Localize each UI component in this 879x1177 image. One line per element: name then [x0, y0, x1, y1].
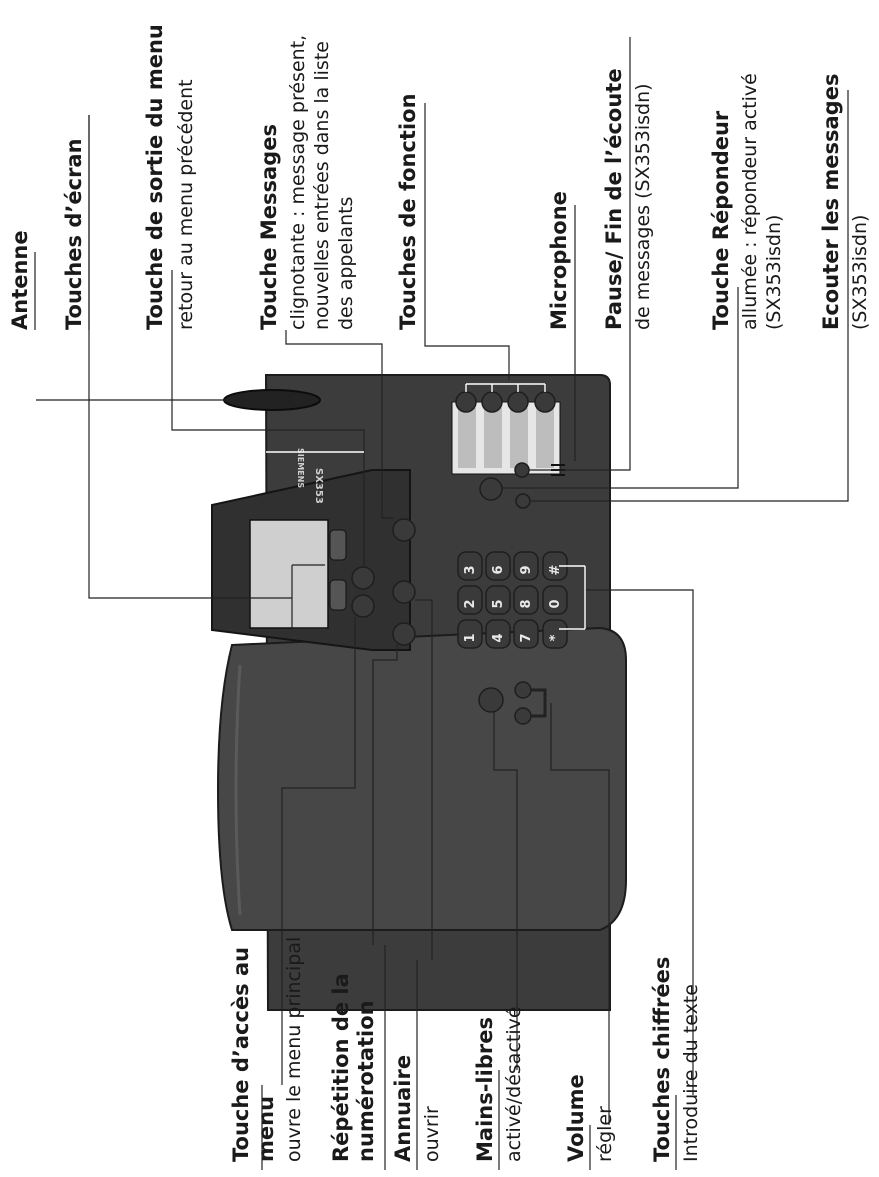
keypad-key-8[interactable]: 8: [513, 585, 539, 615]
label-ecouter-title: Ecouter les messages: [819, 74, 843, 330]
function-key-3[interactable]: [507, 391, 529, 413]
keypad-key-2[interactable]: 2: [457, 585, 483, 615]
label-microphone: Microphone: [547, 191, 571, 330]
menu-access-key[interactable]: [351, 594, 375, 618]
label-acces-menu-title-1: Touche d’accès au: [229, 947, 253, 1162]
volume-down-key[interactable]: [514, 707, 532, 725]
keypad-key-label: 1: [463, 633, 478, 642]
bottom-underlines: [261, 945, 677, 1170]
keypad-key-label: 9: [519, 565, 534, 574]
label-messages-desc-1: clignotante : message présent,: [287, 35, 309, 330]
label-chiffrees-desc: Introduire du texte: [680, 984, 702, 1162]
label-pause-desc: de messages (SX353isdn): [632, 83, 654, 330]
label-fonction: Touches de fonction: [396, 93, 420, 330]
keypad-key-label: 0: [548, 599, 563, 608]
label-repondeur-desc-1: allumée : répondeur activé: [739, 73, 761, 330]
label-ecran-title: Touches d’écran: [62, 138, 86, 330]
handsfree-key[interactable]: [478, 687, 504, 713]
redial-key[interactable]: [392, 622, 416, 646]
menu-exit-key[interactable]: [392, 518, 416, 542]
label-repetition-title-2: numérotation: [354, 1000, 378, 1162]
label-fonction-title: Touches de fonction: [396, 93, 420, 330]
label-volume-title: Volume: [564, 1074, 588, 1162]
label-mains-libres: Mains-libres activé/désactivé: [473, 1006, 525, 1162]
keypad-key-label: 3: [463, 565, 478, 574]
label-sortie-desc: retour au menu précédent: [175, 79, 197, 330]
label-sortie-title: Touche de sortie du menu: [143, 24, 167, 330]
keypad-key-3[interactable]: 3: [457, 551, 483, 581]
function-key-4[interactable]: [534, 391, 556, 413]
function-key-1[interactable]: [455, 391, 477, 413]
label-messages-desc-2: nouvelles entrées dans la liste: [311, 41, 333, 330]
phone-illustration: SIEMENS SX353 1 2 3 4 5 6 7 8 9 * 0 #: [211, 374, 627, 1011]
keypad-key-label: 4: [491, 633, 506, 642]
keypad-key-4[interactable]: 4: [485, 619, 511, 649]
pause-stop-key[interactable]: [514, 462, 530, 478]
keypad-key-label: 7: [519, 633, 534, 642]
antenna: [223, 389, 321, 411]
label-repondeur-desc-2: (SX353isdn): [763, 215, 785, 330]
label-messages-title: Touche Messages: [257, 124, 281, 330]
keypad-key-label: #: [548, 564, 563, 575]
label-repondeur-title: Touche Répondeur: [709, 110, 733, 330]
labels: Antenne Touches d’écran Touche de sortie…: [8, 24, 871, 1162]
label-chiffrees-title: Touches chiffrées: [650, 957, 674, 1162]
label-pause-title: Pause/ Fin de l’écoute: [602, 68, 626, 330]
brand-text: SIEMENS: [296, 448, 305, 488]
keypad-key-6[interactable]: 6: [485, 551, 511, 581]
label-chiffrees: Touches chiffrées Introduire du texte: [650, 957, 702, 1162]
keypad-key-label: *: [548, 634, 563, 641]
model-text: SX353: [313, 468, 324, 504]
keypad-key-hash[interactable]: #: [542, 551, 568, 581]
keypad-key-9[interactable]: 9: [513, 551, 539, 581]
keypad-key-1[interactable]: 1: [457, 619, 483, 649]
label-messages-desc-3: des appelants: [335, 197, 357, 330]
keypad-key-7[interactable]: 7: [513, 619, 539, 649]
label-pause: Pause/ Fin de l’écoute de messages (SX35…: [602, 68, 654, 330]
label-mains-libres-desc: activé/désactivé: [503, 1006, 525, 1162]
label-mains-libres-title: Mains-libres: [473, 1017, 497, 1162]
keypad-key-label: 6: [491, 565, 506, 574]
handset: [216, 626, 627, 931]
label-annuaire-desc: ouvrir: [421, 1106, 443, 1162]
keypad-key-star[interactable]: *: [542, 619, 568, 649]
label-ecran: Touches d’écran: [62, 115, 90, 330]
label-messages: Touche Messages clignotante : message pr…: [257, 35, 357, 330]
leader-lines: [36, 37, 849, 1125]
label-acces-menu: Touche d’accès au menu ouvre le menu pri…: [229, 937, 305, 1162]
volume-up-key[interactable]: [514, 681, 532, 699]
keypad-key-0[interactable]: 0: [542, 585, 568, 615]
label-volume-desc: régler: [594, 1106, 616, 1162]
display-screen: [249, 519, 329, 629]
label-sortie: Touche de sortie du menu retour au menu …: [143, 24, 197, 330]
display-softkey-bottom[interactable]: [329, 579, 347, 611]
keypad: 1 2 3 4 5 6 7 8 9 * 0 #: [457, 551, 568, 649]
answering-machine-key[interactable]: [515, 493, 531, 509]
keypad-key-label: 5: [491, 599, 506, 608]
label-ecouter: Ecouter les messages (SX353isdn): [819, 74, 871, 330]
label-annuaire: Annuaire ouvrir: [391, 1055, 443, 1162]
label-ecouter-desc: (SX353isdn): [849, 215, 871, 330]
label-repetition: Répétition de la numérotation: [329, 973, 378, 1162]
keypad-key-label: 8: [519, 599, 534, 608]
label-volume: Volume régler: [564, 1074, 616, 1162]
function-key-2[interactable]: [481, 391, 503, 413]
label-microphone-title: Microphone: [547, 191, 571, 330]
label-repondeur: Touche Répondeur allumée : répondeur act…: [709, 73, 785, 330]
label-antenne-title: Antenne: [8, 230, 32, 330]
label-acces-menu-desc: ouvre le menu principal: [283, 937, 305, 1162]
phonebook-key[interactable]: [392, 580, 416, 604]
label-annuaire-title: Annuaire: [391, 1055, 415, 1162]
label-antenne: Antenne: [8, 230, 36, 330]
label-repetition-title-1: Répétition de la: [329, 973, 353, 1162]
display-key-right[interactable]: [351, 566, 375, 590]
keypad-key-5[interactable]: 5: [485, 585, 511, 615]
play-messages-key[interactable]: [479, 477, 503, 501]
keypad-key-label: 2: [463, 599, 478, 608]
label-acces-menu-title-2: menu: [254, 1096, 278, 1162]
display-softkey-top[interactable]: [329, 529, 347, 561]
